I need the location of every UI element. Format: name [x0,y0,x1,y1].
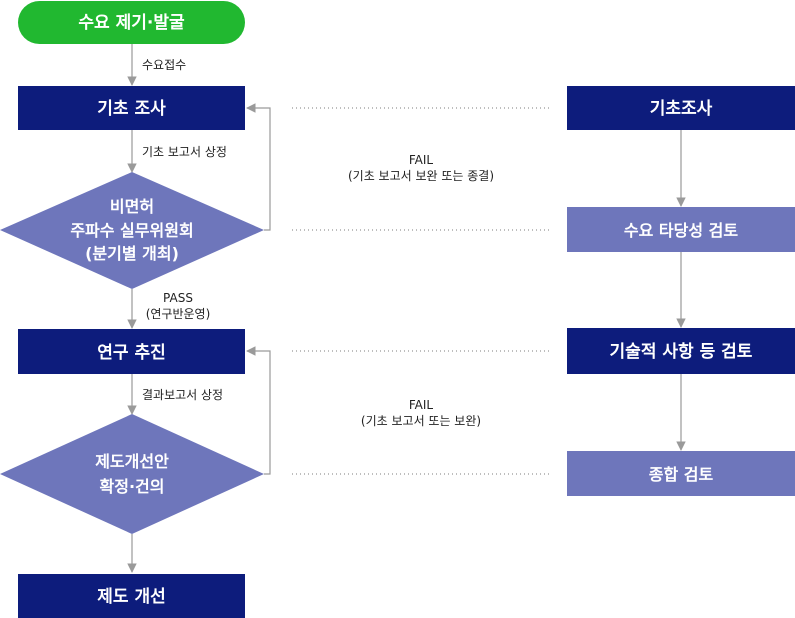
basic-survey-node: 기초 조사 [18,86,245,130]
overall-review-node: 종합 검토 [567,451,795,496]
overall-review-label: 종합 검토 [649,465,714,484]
research-label: 연구 추진 [97,343,165,363]
decision-line-2: 확정·건의 [100,477,165,496]
committee-line-3: (분기별 개최) [85,244,179,263]
tech-review-label: 기술적 사항 등 검토 [610,341,753,362]
edge-label-report: 기초 보고서 상정 [142,145,227,159]
fail-loop-committee [246,103,271,231]
right-basic-survey-label: 기초조사 [650,99,713,119]
demand-review-node: 수요 타당성 검토 [567,207,795,252]
basic-survey-label: 기초 조사 [97,99,166,119]
start-node: 수요 제기·발굴 [18,1,245,44]
right-basic-survey-node: 기초조사 [567,86,795,130]
improvement-node: 제도 개선 [18,574,245,618]
research-node: 연구 추진 [18,329,245,374]
improvement-decision-node: 제도개선안 확정·건의 [0,414,264,534]
fail-label-1: FAIL [409,153,434,167]
fail-loop-decision [246,346,271,475]
edge-label-pass: PASS [163,291,193,305]
fail-label-2-detail: (기초 보고서 또는 보완) [361,414,481,428]
committee-line-1: 비면허 [110,197,154,216]
improvement-label: 제도 개선 [97,587,165,607]
fail-label-2: FAIL [409,398,434,412]
demand-review-label: 수요 타당성 검토 [624,221,738,240]
committee-line-2: 주파수 실무위원회 [70,221,193,240]
tech-review-node: 기술적 사항 등 검토 [567,328,795,374]
edge-label-result: 결과보고서 상정 [142,388,223,402]
decision-line-1: 제도개선안 [95,452,169,471]
edge-label-receive: 수요접수 [142,58,186,72]
fail-label-1-detail: (기초 보고서 보완 또는 종결) [348,169,494,183]
edge-label-pass-sub: (연구반운영) [146,307,211,321]
committee-decision-node: 비면허 주파수 실무위원회 (분기별 개최) [0,172,264,289]
start-node-label: 수요 제기·발굴 [78,13,185,33]
